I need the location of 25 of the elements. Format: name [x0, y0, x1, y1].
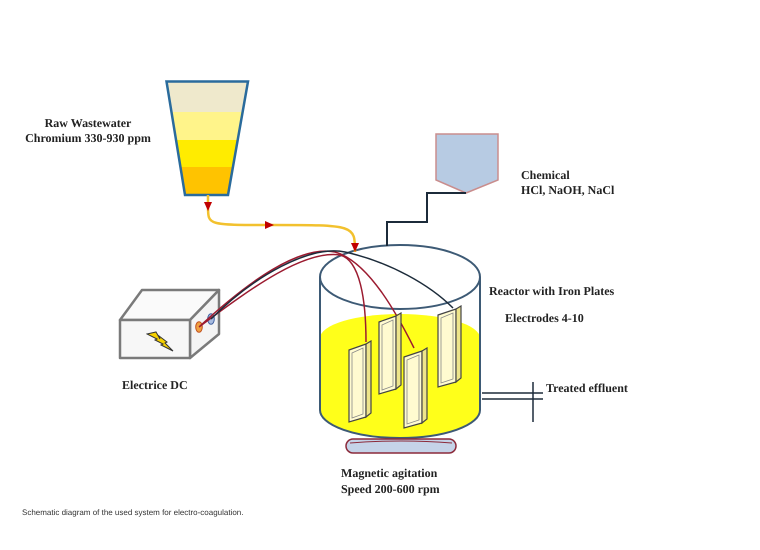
dosing-line [386, 192, 466, 246]
outlet-pipe [481, 381, 544, 423]
electrode-plate [378, 312, 402, 395]
chemical-hopper [435, 133, 499, 195]
electrode-plate [437, 305, 462, 388]
electrode-plate [403, 347, 428, 429]
reactor-vessel [318, 243, 482, 440]
label-text: Reactor with Iron Plates [489, 284, 614, 298]
label-text: Raw Wastewater [44, 116, 132, 130]
label-text: HCl, NaOH, NaCl [521, 183, 614, 197]
label-text: Speed 200-600 rpm [341, 482, 440, 496]
pipe-arrow [204, 195, 359, 252]
label-text: Chromium 330-930 ppm [25, 131, 151, 145]
electric-wire [200, 250, 415, 348]
wastewater-tank [165, 80, 250, 197]
caption-text: Schematic diagram of the used system for electro-coagulation. [22, 508, 244, 518]
label-text: Electrice DC [122, 378, 188, 392]
stirrer-plate [345, 438, 457, 454]
label-text: Electrodes 4-10 [505, 311, 584, 325]
electrode-plate [348, 340, 372, 423]
label-text: Treated effluent [546, 381, 628, 395]
electric-wire [198, 254, 367, 342]
power-supply-box [118, 288, 221, 360]
label-text: Chemical [521, 168, 570, 182]
label-text: Magnetic agitation [341, 466, 438, 480]
